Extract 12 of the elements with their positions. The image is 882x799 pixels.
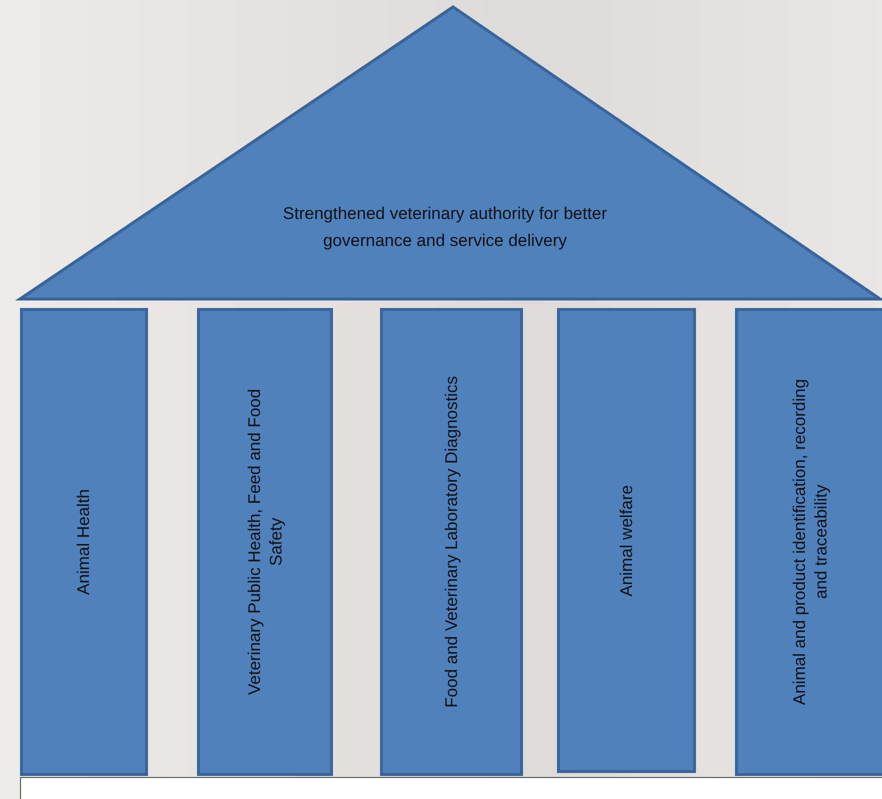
pillar-label: Animal and product identification, recording and traceability <box>788 378 831 708</box>
pillar-box <box>380 308 523 776</box>
pillar-box <box>557 308 696 773</box>
pillar-label: Animal Health <box>73 489 94 595</box>
pillar-label: Food and Veterinary Laboratory Diagnostics <box>440 376 462 708</box>
pillar-label: Veterinary Public Health, Feed and Food Safety <box>244 388 286 698</box>
roof-label: Strengthened veterinary authority for better governance and service delivery <box>282 203 608 252</box>
pillar-box <box>735 308 882 776</box>
pillar-label: Animal welfare <box>616 484 637 596</box>
base-bar <box>20 777 882 799</box>
pillar-box <box>20 308 148 776</box>
pillar-box <box>197 308 333 776</box>
